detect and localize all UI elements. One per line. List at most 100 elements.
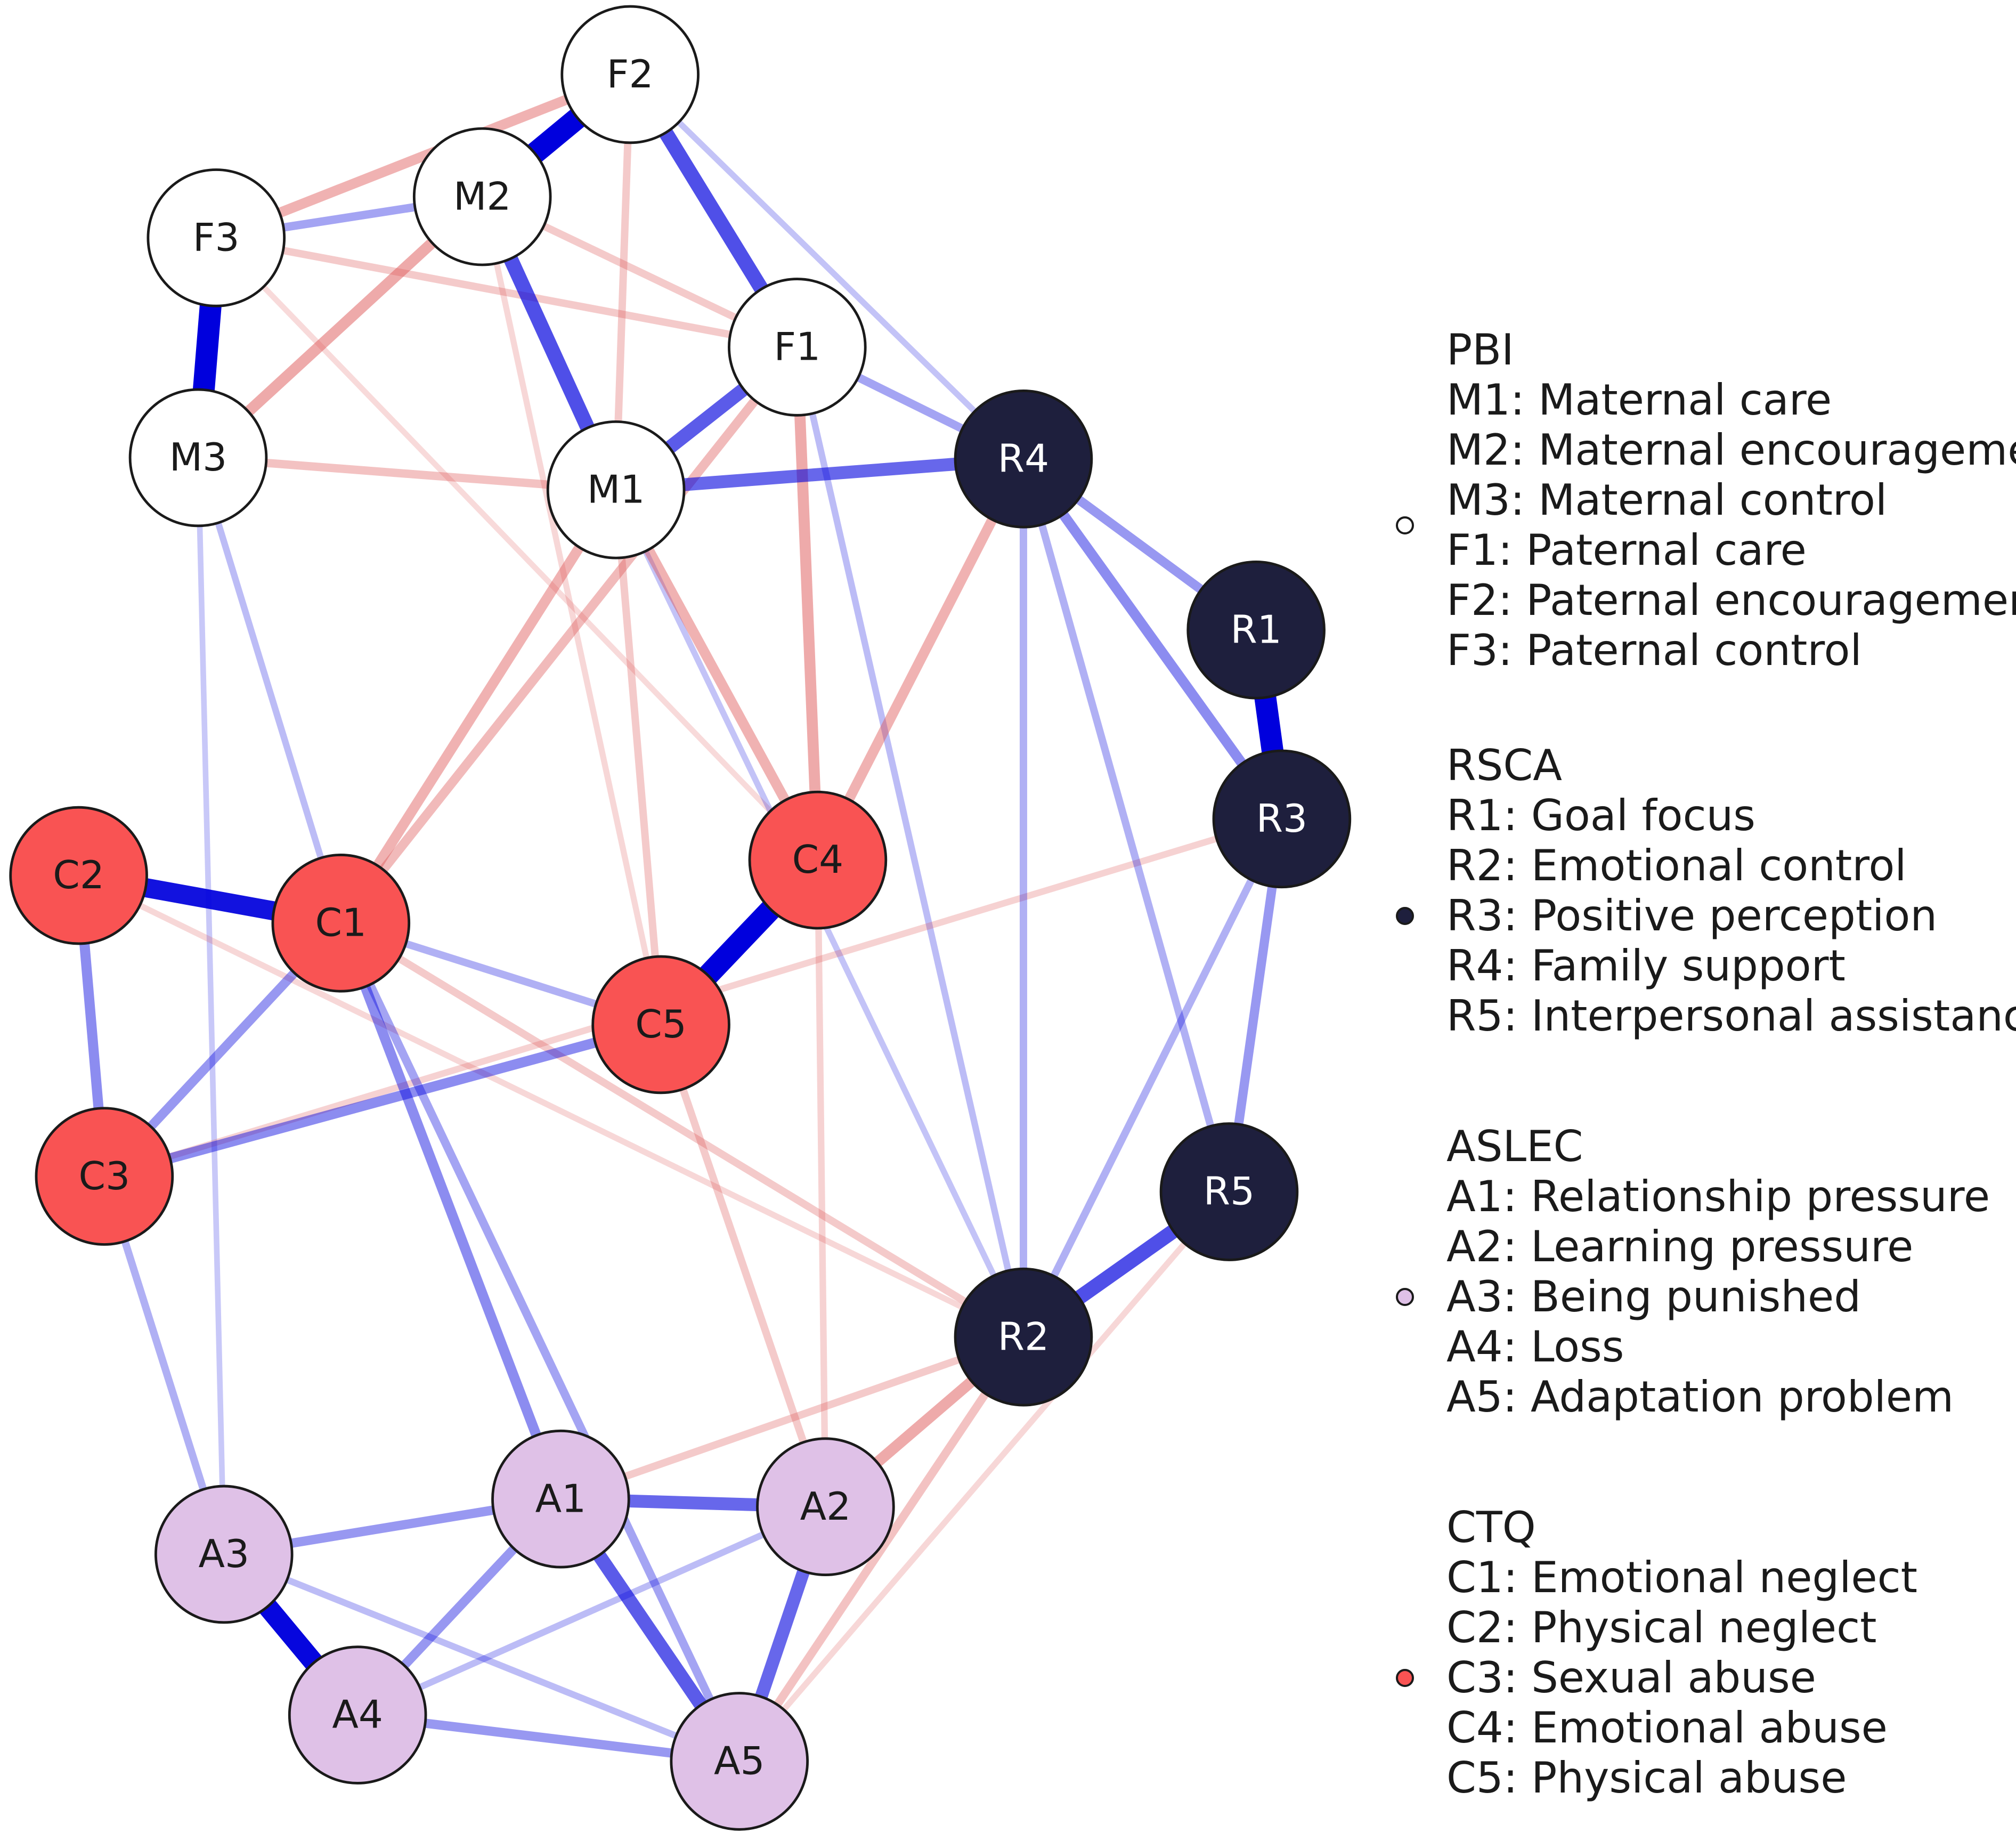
- edge-C1-A1: [336, 921, 566, 1501]
- legend-item: C5: Physical abuse: [1446, 1753, 1847, 1803]
- legend-item: A1: Relationship pressure: [1446, 1172, 1990, 1221]
- legend-item: R2: Emotional control: [1446, 841, 1907, 890]
- node-label: M1: [587, 467, 645, 512]
- node-circle: [954, 390, 1093, 529]
- node-label: C2: [53, 853, 104, 898]
- node-circle: [756, 1437, 895, 1576]
- node-C2[interactable]: C2: [9, 806, 148, 945]
- node-label: F3: [193, 215, 240, 260]
- node-A4[interactable]: A4: [288, 1645, 427, 1785]
- legend-item: C1: Emotional neglect: [1446, 1553, 1917, 1602]
- legend-item: R5: Interpersonal assistance: [1446, 991, 2016, 1041]
- node-label: A3: [198, 1532, 249, 1577]
- edge-C4-A2: [814, 860, 829, 1507]
- node-label: R3: [1256, 797, 1307, 841]
- legend-item: A3: Being punished: [1446, 1272, 1861, 1321]
- node-label: F1: [774, 325, 820, 370]
- legend-item: M3: Maternal control: [1446, 475, 1888, 525]
- node-label: C4: [792, 838, 844, 882]
- node-circle: [491, 1429, 630, 1569]
- node-C4[interactable]: C4: [748, 790, 888, 930]
- legend-item: F3: Paternal control: [1446, 626, 1862, 675]
- node-label: C5: [635, 1002, 687, 1047]
- node-label: R1: [1230, 607, 1281, 652]
- legend-title: PBI: [1446, 325, 1514, 375]
- node-C5[interactable]: C5: [591, 955, 730, 1094]
- edge-C1-F1: [337, 344, 801, 926]
- legend-title: RSCA: [1446, 741, 1562, 790]
- edge-M2-C5: [479, 196, 664, 1026]
- legend-item: C3: Sexual abuse: [1446, 1653, 1816, 1702]
- node-circle: [670, 1692, 809, 1831]
- node-F3[interactable]: F3: [147, 168, 286, 307]
- edge-F2-R4: [628, 72, 1026, 461]
- legend-item: M1: Maternal care: [1446, 375, 1832, 425]
- node-M3[interactable]: M3: [128, 388, 268, 528]
- node-M1[interactable]: M1: [546, 420, 686, 559]
- edge-R4-R3: [1019, 456, 1286, 822]
- edge-C1-R2: [339, 920, 1026, 1341]
- node-circle: [560, 5, 700, 144]
- node-circle: [35, 1107, 174, 1246]
- node-R1[interactable]: R1: [1186, 560, 1326, 700]
- edge-M3-A3: [195, 457, 227, 1555]
- node-circle: [1159, 1122, 1299, 1261]
- node-label: M3: [169, 435, 227, 480]
- node-R3[interactable]: R3: [1212, 749, 1352, 889]
- legend-item: F1: Paternal care: [1446, 525, 1807, 575]
- legend-item: M2: Maternal encouragement: [1446, 425, 2016, 475]
- edge-M3-C1: [195, 457, 344, 924]
- node-label: R4: [998, 436, 1049, 481]
- legend-swatch-rsca: [1396, 907, 1414, 925]
- node-circle: [271, 854, 411, 993]
- node-circle: [728, 278, 867, 417]
- legend-item: C4: Emotional abuse: [1446, 1703, 1888, 1753]
- legend-item: A5: Adaptation problem: [1446, 1372, 1954, 1422]
- node-circle: [154, 1485, 294, 1624]
- node-label: C1: [315, 901, 367, 945]
- node-label: A1: [535, 1477, 587, 1521]
- edge-M3-M1: [198, 453, 616, 494]
- node-label: M2: [453, 174, 511, 219]
- edge-C1-M1: [336, 487, 621, 926]
- legend-title: CTQ: [1446, 1503, 1536, 1552]
- node-A5[interactable]: A5: [670, 1692, 809, 1831]
- node-M2[interactable]: M2: [412, 127, 552, 266]
- edge-R5-A5: [737, 1189, 1232, 1764]
- node-circle: [1186, 560, 1326, 700]
- node-R2[interactable]: R2: [954, 1267, 1093, 1407]
- node-C1[interactable]: C1: [271, 854, 411, 993]
- legend-swatch-ctq: [1396, 1669, 1414, 1687]
- legend-item: F2: Paternal encouragement: [1446, 575, 2016, 625]
- edge-F1-R2: [794, 346, 1027, 1338]
- node-R4[interactable]: R4: [954, 390, 1093, 529]
- node-circle: [591, 955, 730, 1094]
- node-A3[interactable]: A3: [154, 1485, 294, 1624]
- legend-swatch-aslec: [1396, 1288, 1414, 1306]
- edge-C4-R4: [813, 456, 1028, 863]
- edge-C1-A5: [337, 921, 743, 1763]
- node-A1[interactable]: A1: [491, 1429, 630, 1569]
- node-circle: [147, 168, 286, 307]
- edge-C3-C5: [103, 1019, 663, 1181]
- node-circle: [1212, 749, 1352, 889]
- edge-F2-F3: [214, 70, 632, 243]
- node-circle: [954, 1267, 1093, 1407]
- node-C3[interactable]: C3: [35, 1107, 174, 1246]
- node-F2[interactable]: F2: [560, 5, 700, 144]
- legend-swatch-pbi: [1396, 516, 1414, 534]
- edge-F3-F1: [215, 234, 798, 351]
- node-F1[interactable]: F1: [728, 278, 867, 417]
- edge-A3-A5: [222, 1551, 741, 1765]
- node-circle: [412, 127, 552, 266]
- edge-A1-R2: [559, 1333, 1025, 1503]
- node-R5[interactable]: R5: [1159, 1122, 1299, 1261]
- node-circle: [128, 388, 268, 528]
- node-A2[interactable]: A2: [756, 1437, 895, 1576]
- edge-C5-M1: [612, 489, 665, 1025]
- legend-item: R4: Family support: [1446, 941, 1846, 991]
